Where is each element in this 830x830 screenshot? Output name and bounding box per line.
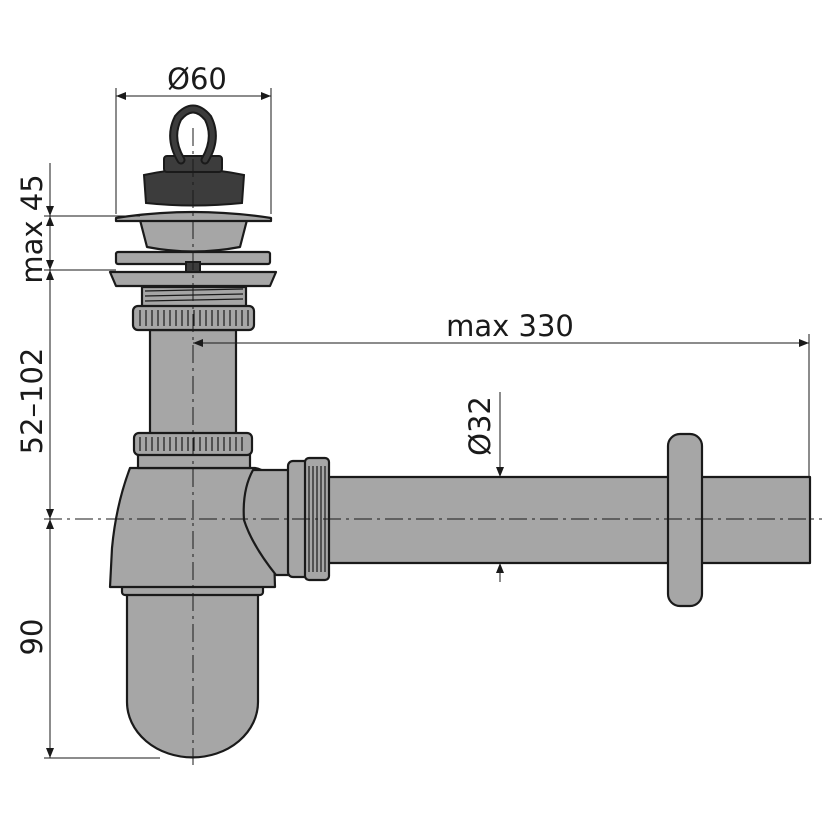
wall-rosette bbox=[666, 432, 704, 608]
outlet-elbow bbox=[242, 468, 297, 577]
plug-height-label: max 45 bbox=[15, 174, 49, 283]
rubber-plug bbox=[142, 168, 246, 207]
drain-flange bbox=[114, 210, 273, 223]
bottle-bowl bbox=[125, 588, 260, 759]
outlet-diameter-label: Ø32 bbox=[463, 396, 497, 456]
lower-nut bbox=[132, 431, 254, 470]
outlet-length-label: max 330 bbox=[446, 309, 574, 343]
flange-diameter-label: Ø60 bbox=[167, 62, 227, 96]
dimension-lines bbox=[44, 88, 810, 759]
dimension-labels: Ø60 max 45 52–102 90 max 330 Ø32 bbox=[15, 62, 574, 655]
tailpiece-height-label: 52–102 bbox=[15, 348, 49, 455]
gasket-plate bbox=[108, 270, 278, 288]
bowl-depth-label: 90 bbox=[15, 619, 49, 656]
trap-drawing bbox=[44, 104, 822, 765]
outlet-pipe bbox=[320, 475, 812, 565]
